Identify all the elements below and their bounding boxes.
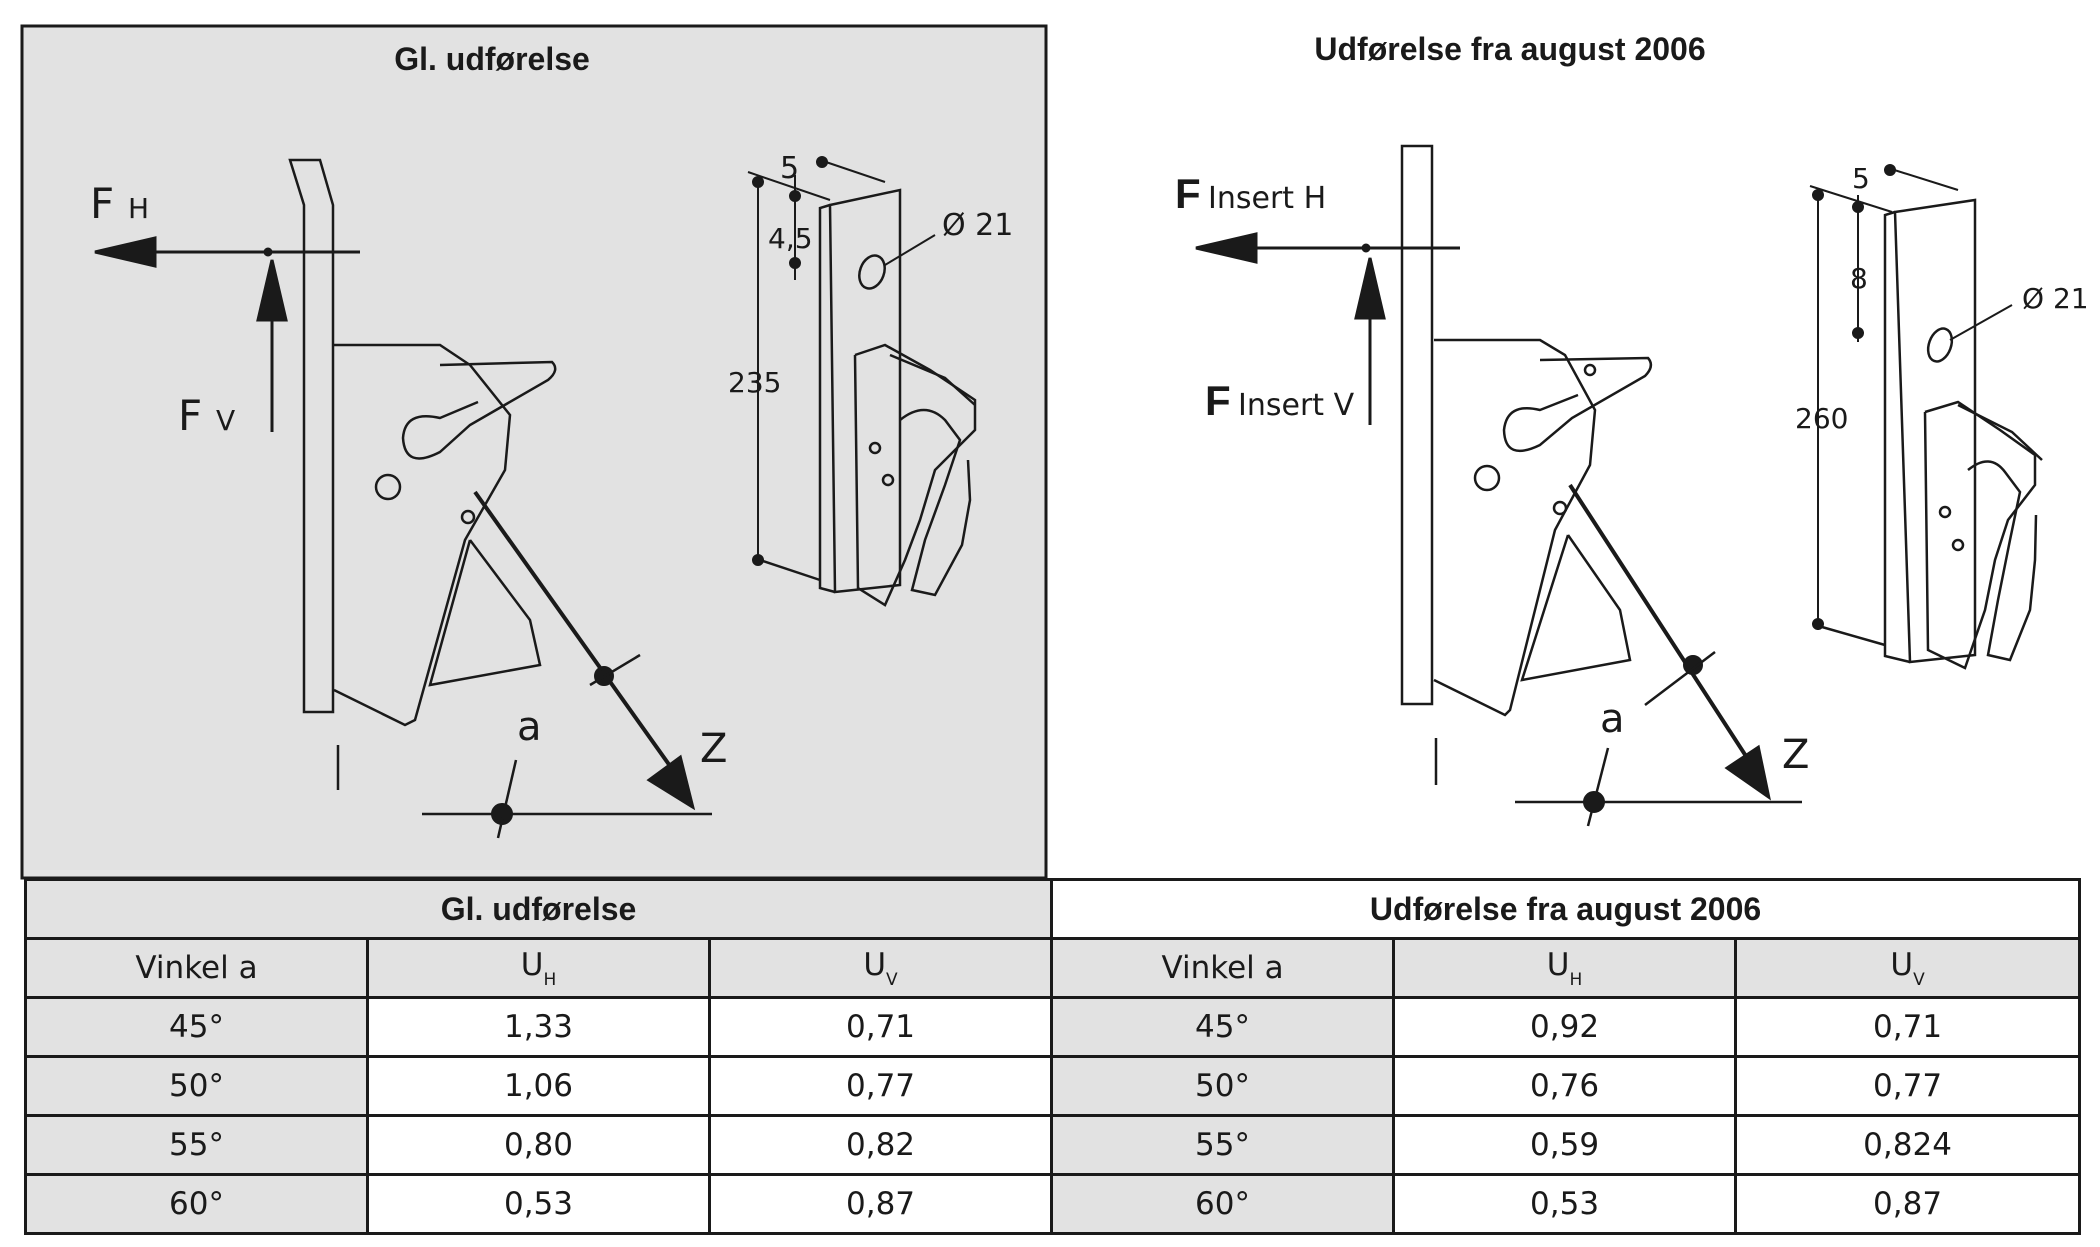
header-h-subscript: H	[1569, 969, 1583, 990]
dim-hole-offset: 4,5	[768, 222, 813, 255]
new-design-table-title: Udførelse fra august 2006	[1050, 878, 2082, 940]
new-force-arrows	[1195, 232, 1460, 425]
old-uh-cell: 0,53	[366, 1173, 711, 1235]
new-uv-cell: 0,77	[1734, 1055, 2082, 1117]
force-h-subscript: H	[128, 192, 149, 225]
angle-cell: 55°	[24, 1114, 369, 1176]
header-angle-text: Vinkel a	[135, 950, 258, 986]
new-uh-cell: 0,76	[1392, 1055, 1738, 1117]
old-pull-direction	[422, 490, 712, 839]
table-row: 60° 0,53 0,87 60° 0,53 0,87	[24, 1173, 2082, 1235]
old-anchor-iso-view	[759, 188, 977, 607]
dim-height: 260	[1795, 402, 1848, 435]
new-dimension-lines	[1809, 164, 2013, 630]
header-h-subscript: H	[543, 969, 557, 990]
force-h-letter: F	[90, 179, 114, 228]
technical-drawing: Gl. udførelse F H F V a Z	[20, 24, 2089, 880]
old-uh-cell: 1,06	[366, 1055, 711, 1117]
old-uv-cell: 0,71	[707, 996, 1054, 1058]
old-uv-cell: 0,82	[707, 1114, 1054, 1176]
header-v-subscript: V	[1913, 969, 1925, 990]
force-v-subscript: V	[216, 404, 235, 437]
force-insert-h-letter: F	[1175, 170, 1201, 217]
column-header-uv: UV	[1734, 937, 2082, 999]
new-pull-direction	[1515, 483, 1802, 827]
dim-width: 5	[780, 151, 799, 186]
force-insert-v-subscript: Insert V	[1238, 388, 1355, 423]
table-row: 50° 1,06 0,77 50° 0,76 0,77	[24, 1055, 2082, 1117]
new-design-title: Udførelse fra august 2006	[1314, 31, 1705, 67]
pull-label: Z	[1782, 732, 1809, 778]
old-dimension-lines	[747, 156, 936, 566]
table-title-row: Gl. udførelse Udførelse fra august 2006	[23, 878, 2082, 940]
dim-hole-diameter: Ø 21	[942, 208, 1013, 243]
new-uv-cell: 0,87	[1734, 1173, 2082, 1235]
angle-cell: 60°	[24, 1173, 369, 1235]
old-uv-cell: 0,87	[707, 1173, 1054, 1235]
table-row: 45° 1,33 0,71 45° 0,92 0,71	[24, 996, 2082, 1058]
old-design-table-title: Gl. udførelse	[23, 878, 1054, 940]
new-uv-cell: 0,824	[1734, 1114, 2082, 1176]
table-header-row: Vinkel a UH UV Vinkel a UH UV	[24, 937, 2082, 999]
coefficient-table: Gl. udførelse Udførelse fra august 2006 …	[23, 878, 2082, 1235]
new-uh-cell: 0,59	[1392, 1114, 1738, 1176]
new-uv-cell: 0,71	[1734, 996, 2082, 1058]
column-header-uh: UH	[366, 937, 711, 999]
dim-height: 235	[728, 366, 781, 399]
old-uv-cell: 0,77	[707, 1055, 1054, 1117]
table-row: 55° 0,80 0,82 55° 0,59 0,824	[24, 1114, 2082, 1176]
new-anchor-iso-view	[1814, 198, 2043, 670]
header-u-text: U	[863, 946, 887, 983]
angle-cell: 50°	[1050, 1055, 1396, 1117]
old-force-arrows	[94, 236, 360, 432]
header-v-subscript: V	[886, 969, 898, 990]
old-design-title: Gl. udførelse	[394, 41, 590, 77]
header-u-text: U	[1546, 946, 1570, 983]
old-design-panel	[20, 24, 1048, 880]
old-uh-cell: 0,80	[366, 1114, 711, 1176]
force-insert-v-letter: F	[1205, 377, 1231, 424]
angle-cell: 60°	[1050, 1173, 1396, 1235]
header-angle-text: Vinkel a	[1161, 950, 1284, 986]
column-header-uh: UH	[1392, 937, 1738, 999]
angle-cell: 45°	[24, 996, 369, 1058]
angle-label: a	[1600, 696, 1625, 742]
header-u-text: U	[520, 946, 544, 983]
header-u-text: U	[1890, 946, 1914, 983]
force-v-letter: F	[178, 391, 202, 440]
angle-cell: 50°	[24, 1055, 369, 1117]
new-uh-cell: 0,53	[1392, 1173, 1738, 1235]
angle-cell: 45°	[1050, 996, 1396, 1058]
old-anchor-side-view	[288, 158, 557, 790]
column-header-uv: UV	[707, 937, 1054, 999]
angle-label: a	[517, 704, 542, 750]
column-header-angle: Vinkel a	[1050, 937, 1396, 999]
pull-label: Z	[700, 726, 727, 772]
dim-hole-diameter: Ø 21	[2022, 282, 2089, 315]
new-uh-cell: 0,92	[1392, 996, 1738, 1058]
dim-hole-offset: 8	[1850, 262, 1868, 295]
old-uh-cell: 1,33	[366, 996, 711, 1058]
angle-cell: 55°	[1050, 1114, 1396, 1176]
dim-width: 5	[1852, 162, 1870, 195]
force-insert-h-subscript: Insert H	[1208, 181, 1326, 216]
new-anchor-side-view	[1400, 144, 1653, 785]
column-header-angle: Vinkel a	[24, 937, 369, 999]
